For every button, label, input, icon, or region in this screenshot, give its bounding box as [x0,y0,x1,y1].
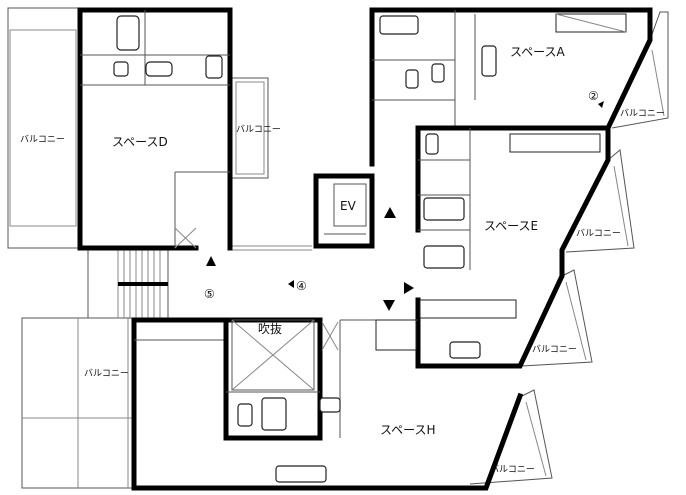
space-h [131,317,524,491]
arrow-left-icon [288,280,294,288]
balcony-right-4 [469,389,553,485]
label-space-h: スペースH [380,423,436,437]
entrance-arrow-up-d-icon [206,256,216,266]
space-a [369,7,653,167]
marker-four: ④ [296,279,307,293]
balcony-left-bottom [21,317,133,489]
arrow-right-icon [598,101,604,108]
entrance-arrow-up-a-icon [384,207,396,218]
entrance-arrow-right-e-icon [404,282,414,294]
balcony-right-3 [521,269,593,367]
entrance-arrow-down-h-icon [383,300,395,311]
label-elevator: EV [340,199,357,213]
corridor-rails [232,245,312,251]
stairs [87,249,169,319]
marker-two: ② [588,89,599,103]
balcony-label-left-bottom: バルコニー [84,368,129,379]
balcony-label-right-2: バルコニー [576,228,621,239]
elevator-shaft [313,173,375,249]
space-d [77,7,233,251]
balcony-right-1 [611,11,669,129]
marker-five: ⑤ [204,287,215,301]
balcony-label-d-right: バルコニー [236,124,281,135]
label-space-e: スペースE [484,219,538,233]
label-space-a: スペースA [510,45,566,59]
atrium-void [231,319,315,391]
balcony-label-left-top: バルコニー [20,134,65,145]
balcony-label-right-1: バルコニー [620,108,665,119]
label-atrium: 吹抜 [258,322,282,336]
label-space-d: スペースD [112,135,168,149]
space-e [415,125,611,369]
balcony-label-right-3: バルコニー [532,344,577,355]
balcony-label-right-4: バルコニー [490,464,535,475]
balcony-right-2 [565,149,635,253]
balcony-left-top [7,7,79,249]
